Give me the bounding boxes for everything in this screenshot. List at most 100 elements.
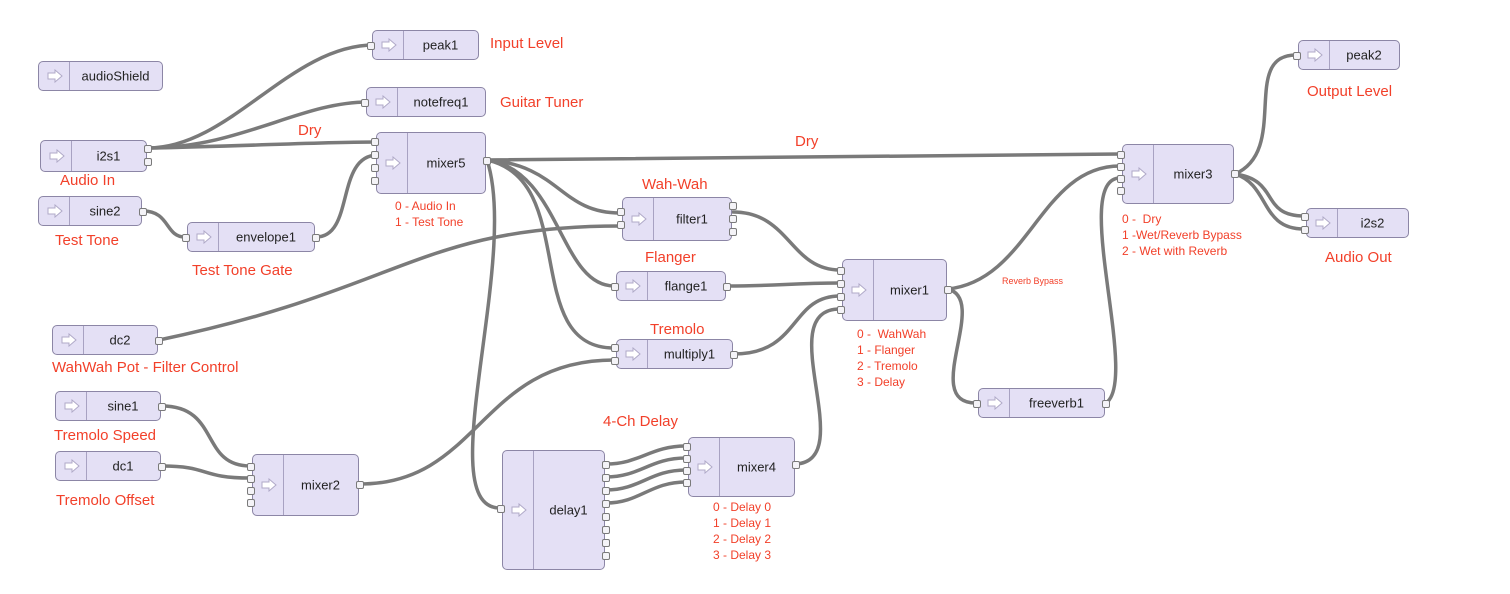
node-sine1[interactable]: sine1 (55, 391, 166, 421)
input-port[interactable] (371, 151, 379, 159)
input-port[interactable] (497, 505, 505, 513)
input-port[interactable] (1293, 52, 1301, 60)
node-mixer5[interactable]: mixer5 (371, 132, 491, 194)
label-test-tone-gate: Test Tone Gate (192, 262, 293, 279)
output-port[interactable] (729, 202, 737, 210)
arrow-icon (56, 392, 87, 420)
output-port[interactable] (155, 337, 163, 345)
node-label: sine1 (107, 398, 139, 414)
input-port[interactable] (371, 177, 379, 185)
output-port[interactable] (602, 539, 610, 547)
node-label: peak2 (1346, 47, 1382, 63)
arrow-icon (843, 260, 874, 320)
input-port[interactable] (611, 344, 619, 352)
input-port[interactable] (617, 221, 625, 229)
arrow-icon (56, 452, 87, 480)
wire-mixer5-mixer3 (485, 152, 1122, 162)
label-tremolo-speed: Tremolo Speed (54, 427, 156, 444)
output-port[interactable] (1102, 400, 1110, 408)
input-port[interactable] (361, 99, 369, 107)
output-port[interactable] (602, 552, 610, 560)
output-port[interactable] (483, 157, 491, 165)
wire-mixer5-multiply1 (485, 158, 616, 350)
output-port[interactable] (602, 487, 610, 495)
output-port[interactable] (1231, 170, 1239, 178)
node-peak2[interactable]: peak2 (1293, 40, 1400, 70)
input-port[interactable] (617, 208, 625, 216)
input-port[interactable] (1301, 213, 1309, 221)
label-output-level: Output Level (1307, 83, 1393, 100)
input-port[interactable] (683, 479, 691, 487)
output-port[interactable] (602, 474, 610, 482)
input-port[interactable] (611, 283, 619, 291)
arrow-icon (689, 438, 720, 496)
input-port[interactable] (837, 306, 845, 314)
wire-i2s1-peak1 (146, 43, 376, 150)
node-filter1[interactable]: filter1 (617, 197, 737, 241)
node-multiply1[interactable]: multiply1 (611, 339, 738, 369)
node-mixer1[interactable]: mixer1 (837, 259, 952, 321)
arrow-icon (1307, 209, 1338, 237)
node-i2s2[interactable]: i2s2 (1301, 208, 1409, 238)
node-mixer4[interactable]: mixer4 (683, 437, 800, 497)
output-port[interactable] (730, 351, 738, 359)
output-port[interactable] (144, 158, 152, 166)
node-label: i2s1 (96, 148, 121, 164)
output-port[interactable] (792, 461, 800, 469)
node-peak1[interactable]: peak1 (367, 30, 479, 60)
node-mixer2[interactable]: mixer2 (247, 454, 364, 516)
input-port[interactable] (1117, 175, 1125, 183)
output-port[interactable] (602, 526, 610, 534)
output-port[interactable] (729, 215, 737, 223)
output-port[interactable] (723, 283, 731, 291)
input-port[interactable] (611, 357, 619, 365)
input-port[interactable] (371, 164, 379, 172)
label-dry-2: Dry (795, 133, 819, 150)
node-freeverb1[interactable]: freeverb1 (973, 388, 1110, 418)
input-port[interactable] (367, 42, 375, 50)
arrow-icon (503, 451, 534, 569)
input-port[interactable] (683, 467, 691, 475)
output-port[interactable] (944, 286, 952, 294)
input-port[interactable] (1117, 163, 1125, 171)
input-port[interactable] (837, 280, 845, 288)
input-port[interactable] (247, 463, 255, 471)
node-notefreq1[interactable]: notefreq1 (361, 87, 486, 117)
input-port[interactable] (683, 455, 691, 463)
wire-filter1-mixer1 (731, 210, 842, 272)
node-flange1[interactable]: flange1 (611, 271, 731, 301)
output-port[interactable] (139, 208, 147, 216)
node-label: mixer3 (1173, 166, 1213, 182)
input-port[interactable] (683, 443, 691, 451)
input-port[interactable] (1117, 187, 1125, 195)
output-port[interactable] (356, 481, 364, 489)
node-mixer3[interactable]: mixer3 (1117, 144, 1239, 204)
output-port[interactable] (729, 228, 737, 236)
input-port[interactable] (182, 234, 190, 242)
node-dc1[interactable]: dc1 (55, 451, 166, 481)
output-port[interactable] (312, 234, 320, 242)
wire-mixer3-i2s2-l (1233, 172, 1306, 218)
output-port[interactable] (144, 145, 152, 153)
arrow-icon (39, 62, 70, 90)
input-port[interactable] (837, 267, 845, 275)
node-envelope1[interactable]: envelope1 (182, 222, 320, 252)
output-port[interactable] (158, 463, 166, 471)
node-delay1[interactable]: delay1 (497, 450, 610, 570)
input-port[interactable] (247, 499, 255, 507)
input-port[interactable] (973, 400, 981, 408)
node-sine2[interactable]: sine2 (38, 196, 147, 226)
output-port[interactable] (158, 403, 166, 411)
input-port[interactable] (371, 138, 379, 146)
input-port[interactable] (247, 475, 255, 483)
node-i2s1[interactable]: i2s1 (40, 140, 152, 172)
output-port[interactable] (602, 461, 610, 469)
output-port[interactable] (602, 513, 610, 521)
input-port[interactable] (1117, 151, 1125, 159)
node-dc2[interactable]: dc2 (52, 325, 163, 355)
input-port[interactable] (1301, 226, 1309, 234)
input-port[interactable] (837, 293, 845, 301)
output-port[interactable] (602, 500, 610, 508)
node-audioshield[interactable]: audioShield (38, 61, 163, 91)
input-port[interactable] (247, 487, 255, 495)
